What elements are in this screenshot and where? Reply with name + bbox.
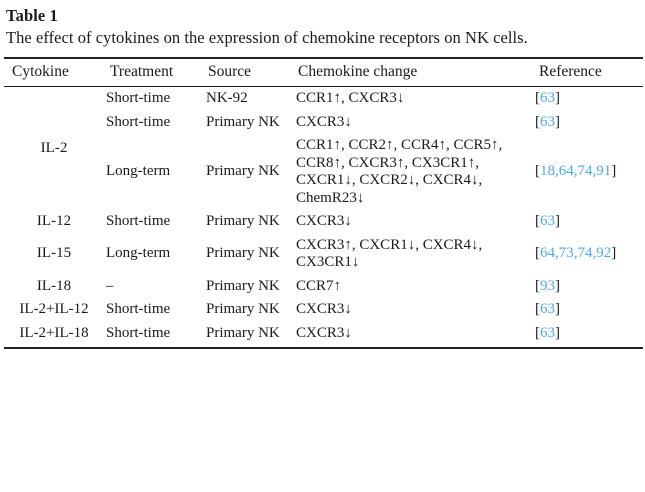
reference-bracket-close: ] (611, 163, 617, 180)
table-row: IL-18 – Primary NK CCR7↑ [93] (4, 275, 643, 299)
cell-source: Primary NK (206, 245, 280, 262)
cell-source: NK-92 (206, 90, 248, 106)
reference-link[interactable]: 63 (540, 113, 555, 130)
table-header: Cytokine Treatment Source Chemokine chan… (4, 57, 643, 87)
cell-treatment: Short-time (106, 213, 171, 229)
reference-link[interactable]: 63 (540, 301, 555, 317)
cell-reference: [64,73,74,92] (533, 234, 643, 275)
cell-reference: [18,64,74,91] (533, 134, 643, 210)
cell-cytokine: IL-12 (36, 213, 72, 229)
cell-source: Primary NK (204, 321, 294, 349)
cell-source: Primary NK (206, 113, 280, 130)
header-row: Cytokine Treatment Source Chemokine chan… (4, 57, 643, 87)
reference-link[interactable]: 93 (540, 277, 555, 294)
reference-bracket-close: ] (555, 324, 560, 341)
cell-reference: [63] (533, 321, 643, 349)
reference-bracket-open: [ (535, 163, 540, 180)
cell-source: Primary NK (206, 301, 280, 317)
cell-chemokine-change: CXCR3↓ (296, 213, 352, 229)
reference-bracket-open: [ (535, 113, 540, 130)
table-row: Long-term Primary NK CCR1↑, CCR2↑, CCR4↑, … (4, 134, 643, 210)
cell-cytokine: IL-18 (36, 277, 72, 294)
reference-bracket-open: [ (535, 213, 540, 229)
cell-reference: [63] (533, 210, 643, 234)
reference-link[interactable]: 63 (540, 324, 555, 341)
cell-chemokine-change: CXCR3↓ (294, 321, 533, 349)
table-row: IL-2 Short-time NK-92 CCR1↑, CXCR3↓ [63] (4, 87, 643, 156)
column-header-cytokine: Cytokine (4, 57, 104, 87)
reference-link[interactable]: 64,73,74,92 (540, 245, 612, 262)
cell-chemokine-change: CXCR3↓ (296, 301, 352, 317)
reference-link[interactable]: 63 (540, 90, 555, 106)
column-header-reference: Reference (533, 57, 643, 87)
reference-bracket-open: [ (535, 301, 540, 317)
reference-bracket-open: [ (535, 90, 540, 106)
cell-cytokine: IL-15 (36, 245, 72, 262)
cell-source: Primary NK (206, 213, 280, 229)
cell-treatment: Short-time (106, 301, 171, 317)
cell-treatment: Short-time (104, 321, 204, 349)
cell-chemokine-change: CCR7↑ (296, 277, 342, 294)
column-header-change: Chemokine change (294, 57, 533, 87)
cell-source: Primary NK (206, 277, 280, 294)
cell-cytokine: IL-2+IL-18 (4, 321, 104, 349)
cell-treatment: – (106, 277, 114, 294)
column-header-source: Source (204, 57, 294, 87)
table-number: Table 1 (6, 6, 58, 25)
cell-source: Primary NK (206, 163, 280, 180)
reference-bracket-close: ] (555, 213, 560, 229)
cell-treatment: Short-time (106, 90, 171, 106)
reference-link[interactable]: 18,64,74,91 (540, 163, 612, 180)
cell-chemokine-change: CCR1↑, CXCR3↓ (296, 90, 405, 106)
table-row: IL-15 Long-term Primary NK CXCR3↑, CXCR1↓, … (4, 234, 643, 275)
cell-chemokine-change: CXCR3↑, CXCR1↓, CXCR4↓, CX3CR1↓ (296, 236, 483, 271)
reference-bracket-open: [ (535, 277, 540, 294)
cell-cytokine: IL-2 (40, 139, 68, 156)
reference-bracket-close: ] (555, 113, 560, 130)
cell-treatment: Long-term (106, 245, 171, 262)
cell-reference: [93] (533, 275, 643, 299)
cell-treatment: Short-time (106, 113, 171, 130)
cell-reference: [63] (533, 87, 643, 111)
table-row: Short-time Primary NK CXCR3↓ [63] (4, 111, 643, 135)
reference-bracket-close: ] (555, 301, 560, 317)
cell-chemokine-change: CXCR3↓ (296, 113, 352, 130)
cell-chemokine-change: CCR1↑, CCR2↑, CCR4↑, CCR5↑, CCR8↑, CXCR3… (296, 137, 503, 206)
reference-bracket-close: ] (555, 277, 560, 294)
cell-reference: [63] (533, 298, 643, 322)
table-row: IL-2+IL-12 Short-time Primary NK CXCR3↓ [63] (4, 298, 643, 322)
column-header-treatment: Treatment (104, 57, 204, 87)
table-caption: The effect of cytokines on the expressio… (6, 28, 528, 47)
cell-treatment: Long-term (106, 163, 171, 180)
table-row: IL-12 Short-time Primary NK CXCR3↓ [63] (4, 210, 643, 234)
reference-link[interactable]: 63 (540, 213, 555, 229)
reference-bracket-close: ] (555, 90, 560, 106)
reference-bracket-open: [ (535, 324, 540, 341)
reference-bracket-close: ] (611, 245, 617, 262)
cell-cytokine: IL-2+IL-12 (19, 301, 89, 317)
cell-reference: [63] (533, 111, 643, 135)
reference-bracket-open: [ (535, 245, 540, 262)
data-table: Cytokine Treatment Source Chemokine chan… (4, 57, 643, 349)
